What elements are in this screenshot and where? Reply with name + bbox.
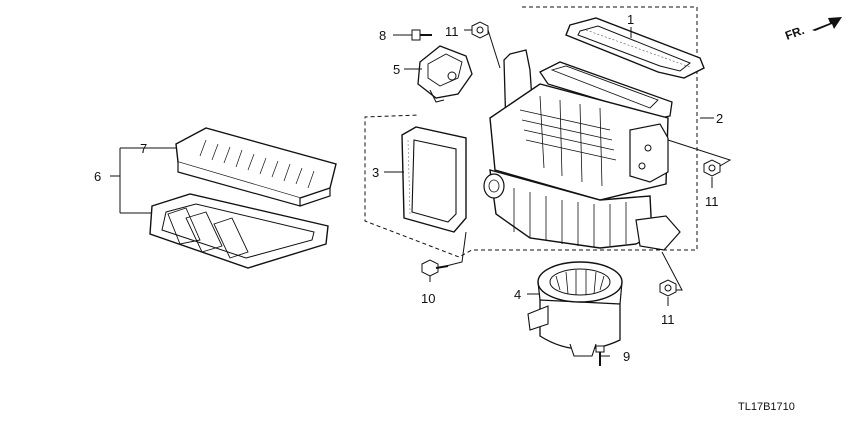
callout-11-bottom: 11 (661, 312, 675, 327)
callout-11-top: 11 (445, 24, 459, 39)
screw-8 (411, 29, 432, 41)
actuator-motor (417, 45, 473, 103)
callout-2: 2 (716, 111, 723, 126)
blower-housing (483, 49, 681, 251)
diagram-code: TL17B1710 (738, 401, 795, 413)
callout-8: 8 (379, 28, 386, 43)
front-direction-arrow: FR. (783, 17, 842, 43)
screw-9 (595, 345, 605, 366)
callout-4: 4 (514, 287, 521, 302)
filter-holder (149, 193, 329, 269)
arrow-icon (812, 17, 842, 31)
callout-11-right: 11 (705, 194, 719, 209)
bolt-10 (421, 259, 449, 277)
callout-6: 6 (94, 169, 101, 184)
nut-11-top (471, 21, 489, 39)
seal-gasket (565, 17, 705, 79)
nut-11-bottom (659, 279, 677, 297)
callout-7: 7 (140, 141, 147, 156)
callout-9: 9 (623, 349, 630, 364)
frame-seal (401, 126, 467, 233)
cabin-filter (175, 127, 337, 207)
callout-5: 5 (393, 62, 400, 77)
leader-lines (110, 27, 732, 357)
callout-1: 1 (627, 12, 634, 27)
blower-motor (527, 261, 623, 357)
callout-3: 3 (372, 165, 379, 180)
front-direction-label: FR. (783, 23, 806, 43)
callout-10: 10 (421, 291, 435, 306)
nut-11-right (703, 159, 721, 177)
